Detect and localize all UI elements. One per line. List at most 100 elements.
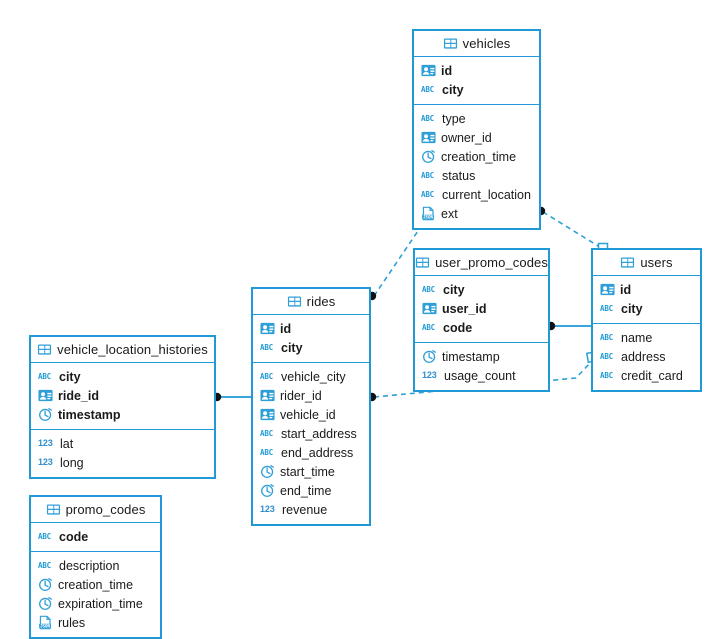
entity-field-city[interactable]: ABC city <box>415 280 548 299</box>
entity-field-revenue[interactable]: 123 revenue <box>253 500 369 519</box>
entity-field-label: end_time <box>280 483 332 498</box>
entity-header-users[interactable]: users <box>593 250 700 276</box>
edge-user-promo-codes-to-users[interactable] <box>546 321 592 331</box>
entity-header-vehicles[interactable]: vehicles <box>414 31 539 57</box>
entity-header-promo_codes[interactable]: promo_codes <box>31 497 160 523</box>
entity-field-long[interactable]: 123 long <box>31 453 214 472</box>
abc-text-icon: ABC <box>38 372 51 381</box>
abc-text-icon: ABC <box>600 333 613 342</box>
entity-field-start_time[interactable]: start_time <box>253 462 369 481</box>
json-document-icon: JSON <box>421 206 436 221</box>
entity-field-label: city <box>443 282 465 297</box>
entity-field-credit_card[interactable]: ABC credit_card <box>593 366 700 385</box>
123-number-icon: 123 <box>260 504 275 514</box>
entity-field-label: type <box>442 111 466 126</box>
entity-field-id[interactable]: id <box>253 319 369 338</box>
entity-field-id[interactable]: id <box>414 61 539 80</box>
entity-field-end_time[interactable]: end_time <box>253 481 369 500</box>
abc-text-icon: ABC <box>422 285 435 294</box>
entity-field-label: end_address <box>281 445 354 460</box>
entity-title: promo_codes <box>65 502 146 517</box>
entity-field-timestamp[interactable]: timestamp <box>31 405 214 424</box>
entity-field-ride_id[interactable]: ride_id <box>31 386 214 405</box>
entity-field-label: revenue <box>282 502 328 517</box>
entity-field-type[interactable]: ABC type <box>414 109 539 128</box>
entity-field-label: timestamp <box>442 349 500 364</box>
entity-field-owner_id[interactable]: owner_id <box>414 128 539 147</box>
entity-field-label: creation_time <box>441 149 517 164</box>
entity-field-label: timestamp <box>58 407 121 422</box>
entity-field-label: current_location <box>442 187 531 202</box>
json-document-icon: JSON <box>38 615 53 630</box>
entity-field-label: owner_id <box>441 130 492 145</box>
abc-text-icon: ABC <box>38 561 51 570</box>
abc-text-icon: ABC <box>600 371 613 380</box>
entity-field-end_address[interactable]: ABC end_address <box>253 443 369 462</box>
edge-vehicle-location-histories-to-rides[interactable] <box>212 392 252 402</box>
123-number-icon: 123 <box>422 370 437 380</box>
svg-text:JSON: JSON <box>40 624 50 629</box>
clock-icon <box>38 596 53 611</box>
table-icon <box>415 255 430 270</box>
entity-field-label: code <box>443 320 473 335</box>
entity-field-label: lat <box>60 436 74 451</box>
entity-field-lat[interactable]: 123 lat <box>31 434 214 453</box>
abc-text-icon: ABC <box>260 343 273 352</box>
entity-field-rider_id[interactable]: rider_id <box>253 386 369 405</box>
entity-field-user_id[interactable]: user_id <box>415 299 548 318</box>
entity-field-timestamp[interactable]: timestamp <box>415 347 548 366</box>
entity-field-label: credit_card <box>621 368 683 383</box>
entity-field-creation_time[interactable]: creation_time <box>414 147 539 166</box>
id-badge-icon <box>421 130 436 145</box>
entity-header-rides[interactable]: rides <box>253 289 369 315</box>
abc-text-icon: ABC <box>260 429 273 438</box>
123-number-icon: 123 <box>38 457 53 467</box>
entity-title: vehicles <box>462 36 511 51</box>
entity-field-id[interactable]: id <box>593 280 700 299</box>
entity-field-label: long <box>60 455 84 470</box>
abc-text-icon: ABC <box>600 352 613 361</box>
clock-icon <box>260 464 275 479</box>
entity-header-user_promo_codes[interactable]: user_promo_codes <box>415 250 548 276</box>
entity-field-expiration_time[interactable]: expiration_time <box>31 594 160 613</box>
entity-field-label: id <box>441 63 453 78</box>
abc-text-icon: ABC <box>260 448 273 457</box>
id-badge-icon <box>260 321 275 336</box>
abc-text-icon: ABC <box>421 114 434 123</box>
edge-vehicles-to-users[interactable] <box>536 206 609 254</box>
123-number-icon: 123 <box>38 438 53 448</box>
entity-field-vehicle_id[interactable]: vehicle_id <box>253 405 369 424</box>
entity-field-label: city <box>442 82 464 97</box>
entity-field-code[interactable]: ABC code <box>415 318 548 337</box>
entity-header-vehicle_location_histories[interactable]: vehicle_location_histories <box>31 337 214 363</box>
clock-icon <box>38 577 53 592</box>
id-badge-icon <box>600 282 615 297</box>
entity-field-creation_time[interactable]: creation_time <box>31 575 160 594</box>
table-icon <box>287 294 302 309</box>
abc-text-icon: ABC <box>422 323 435 332</box>
